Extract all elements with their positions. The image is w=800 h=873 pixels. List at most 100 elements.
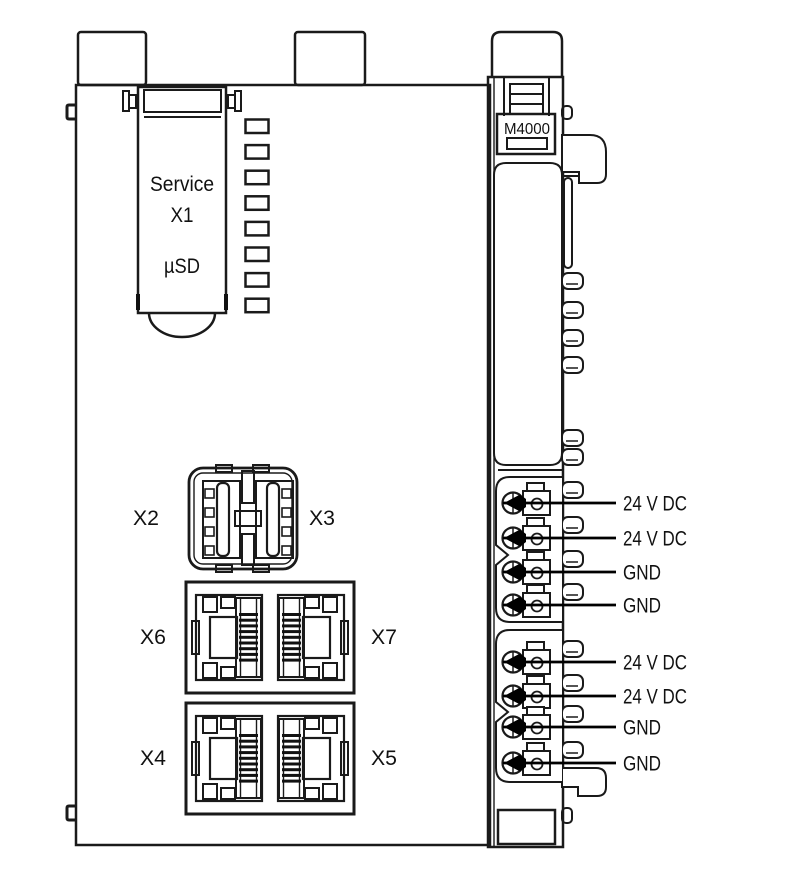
panel-clip-tab <box>561 481 584 499</box>
rj45-pin <box>282 762 301 766</box>
panel-side-rail <box>563 177 573 269</box>
din-latch-top <box>503 77 550 116</box>
terminal-arrow <box>504 563 526 581</box>
rj45-pin <box>282 647 301 651</box>
housing-left-bump-top <box>65 103 76 121</box>
terminal-arrow <box>504 687 526 705</box>
terminal-label: GND <box>623 753 661 776</box>
rj45-pin <box>239 630 258 634</box>
panel-clip-tab <box>561 329 584 347</box>
rj45-pin <box>239 773 258 777</box>
din-latch-bottom <box>496 808 557 846</box>
rj45-pin <box>239 652 258 656</box>
flap-latch-left <box>136 294 140 310</box>
panel-clip-tab <box>561 550 584 568</box>
rj45-jacks <box>191 593 349 803</box>
rj45-pin <box>282 734 301 737</box>
x6-label: X6 <box>140 626 166 649</box>
panel-clip-tab <box>561 674 584 692</box>
panel-clip-tab <box>561 583 584 601</box>
terminal-label: GND <box>623 717 661 740</box>
terminal-label: 24 V DC <box>623 528 687 551</box>
flap-finger-cutout <box>147 312 217 339</box>
led-indicator <box>244 271 270 288</box>
rj45-pin <box>282 756 301 760</box>
terminal-arrow <box>504 718 526 736</box>
service-flap <box>122 85 242 339</box>
terminal-arrow <box>504 754 526 772</box>
x2-label: X2 <box>133 507 159 530</box>
rj45-jack-x5 <box>276 714 349 803</box>
usb-port-x2 <box>202 480 241 559</box>
rj45-pin <box>282 768 301 772</box>
terminal-row: GND <box>501 706 661 740</box>
x3-label: X3 <box>309 507 335 530</box>
rj45-pin <box>282 658 301 662</box>
rj45-pin <box>239 624 258 628</box>
rj45-pin <box>239 768 258 772</box>
usb-tongue <box>215 481 231 558</box>
eth-block-top <box>184 580 356 695</box>
rj45-jack-x6 <box>191 593 264 682</box>
service-x1-label: X1 <box>171 204 194 227</box>
rj45-pin <box>282 739 301 743</box>
rj45-pin <box>239 647 258 651</box>
rj45-pin <box>282 641 301 645</box>
rj45-pin <box>282 745 301 749</box>
usd-label: µSD <box>164 255 200 278</box>
terminal-arrow <box>504 596 526 614</box>
module-housing <box>74 83 492 847</box>
top-tab-middle <box>293 30 367 87</box>
terminal-row: 24 V DC <box>501 641 687 675</box>
rj45-pin <box>282 635 301 639</box>
rj45-pin <box>239 745 258 749</box>
terminal-row: 24 V DC <box>501 517 687 551</box>
top-tab-left <box>76 30 148 87</box>
rj45-pin <box>239 613 258 616</box>
release-hook-bottom <box>561 767 607 797</box>
panel-side-tab <box>561 105 573 120</box>
panel-clip-tab <box>561 356 584 374</box>
rj45-jack-x4 <box>191 714 264 803</box>
rj45-pin <box>282 652 301 656</box>
usb-center-divider <box>234 470 262 566</box>
panel-clip-tab <box>561 272 584 290</box>
led-indicator <box>244 246 270 263</box>
terminal-label: GND <box>623 595 661 618</box>
rj45-jack-x7 <box>276 593 349 682</box>
rj45-pin <box>239 756 258 760</box>
flap-screw-left <box>122 90 137 112</box>
rj45-pin <box>239 635 258 639</box>
led-indicator <box>244 118 270 135</box>
x7-label: X7 <box>371 626 397 649</box>
rj45-pin <box>239 658 258 662</box>
rj45-pin <box>239 762 258 766</box>
panel-clip-tab <box>561 448 584 466</box>
release-hook-top <box>561 134 607 184</box>
usb-tongue <box>265 481 281 558</box>
panel-mid-section <box>493 162 563 466</box>
rj45-pin <box>239 739 258 743</box>
top-tab-right <box>490 30 564 78</box>
m4000-label: M4000 <box>504 121 550 138</box>
rj45-pin <box>282 624 301 628</box>
led-indicator <box>244 195 270 212</box>
terminal-label: GND <box>623 562 661 585</box>
terminal-row: 24 V DC <box>501 482 687 516</box>
rj45-pin <box>282 779 301 783</box>
usb-port-x3 <box>255 480 294 559</box>
terminal-arrow <box>504 653 526 671</box>
eth-block-bottom <box>184 701 356 816</box>
x4-label: X4 <box>140 747 166 770</box>
panel-clip-tab <box>561 705 584 723</box>
x5-label: X5 <box>371 747 397 770</box>
terminal-label: 24 V DC <box>623 493 687 516</box>
rj45-pin <box>282 618 301 622</box>
type-label-box <box>495 112 557 156</box>
panel-side-tab-bottom <box>561 807 573 824</box>
terminal-row: GND <box>501 584 661 618</box>
panel-clip-tab <box>561 301 584 319</box>
rj45-pin <box>239 751 258 755</box>
panel-clip-tab <box>561 429 584 447</box>
